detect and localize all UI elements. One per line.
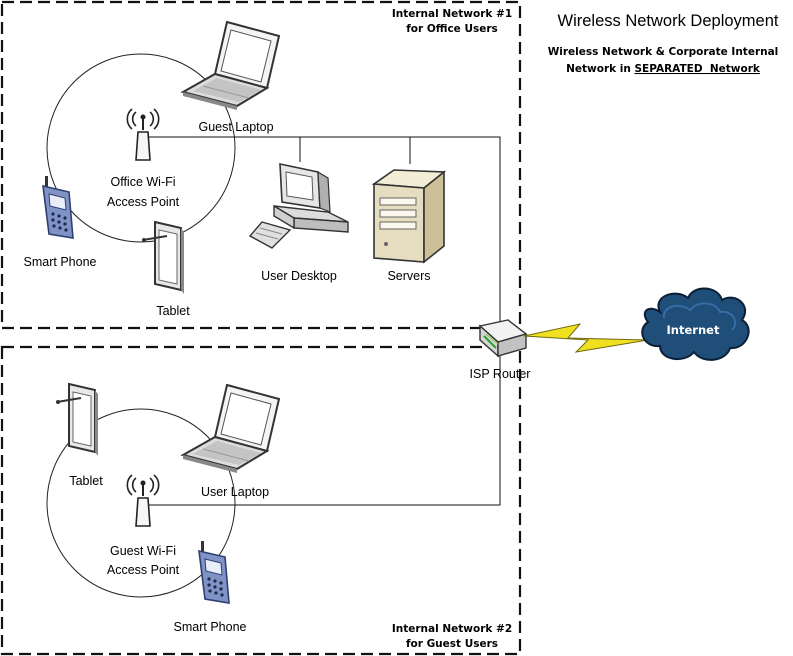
servers-label: Servers [387,269,430,283]
diagram-title: Wireless Network Deployment [558,12,779,30]
servers-icon [371,169,447,264]
guest-wifi-coverage [46,408,236,598]
router-label: ISP Router [470,367,531,381]
office-network-zone [0,0,522,330]
guest-tablet-icon [55,383,99,457]
internet-label: Internet [667,323,720,337]
guest-phone-icon [198,540,230,604]
guest-network-zone [0,345,522,656]
subtitle-suffix: Network [703,63,761,75]
guest-ap-icon [126,474,160,527]
office-ap-icon [126,108,160,161]
guest-tablet-label: Tablet [69,474,103,488]
desktop-label: User Desktop [261,269,337,283]
guest-lan-link [144,355,501,506]
subtitle-line-1: Wireless Network & Corporate Internal [548,46,779,58]
router-icon [478,319,528,358]
office-laptop-label: Guest Laptop [198,120,273,134]
office-ap-label-1: Office Wi-Fi [110,175,175,189]
guest-laptop-icon [182,384,280,474]
desktop-icon [248,163,349,249]
subtitle-prefix: Network in [566,63,634,75]
guest-ap-label-1: Guest Wi-Fi [110,544,176,558]
office-wifi-coverage [46,53,236,243]
office-tablet-icon [141,221,185,295]
wan-link-lightning [523,323,649,353]
internet-cloud-icon [641,287,750,361]
guest-laptop-label: User Laptop [201,485,269,499]
office-phone-icon [42,175,74,239]
office-lan-link [144,136,501,325]
guest-zone-label-1: Internal Network #2 [392,623,512,635]
guest-zone-label-2: for Guest Users [406,638,498,650]
guest-phone-label: Smart Phone [174,620,247,634]
office-phone-label: Smart Phone [24,255,97,269]
subtitle-line-2: Network in SEPARATED Network [566,63,761,75]
office-laptop-icon [182,21,280,111]
subtitle-emphasis: SEPARATED [635,63,703,75]
office-zone-label-1: Internal Network #1 [392,8,512,20]
office-zone-label-2: for Office Users [406,23,498,35]
office-tablet-label: Tablet [156,304,190,318]
office-ap-label-2: Access Point [107,195,180,209]
guest-ap-label-2: Access Point [107,563,180,577]
